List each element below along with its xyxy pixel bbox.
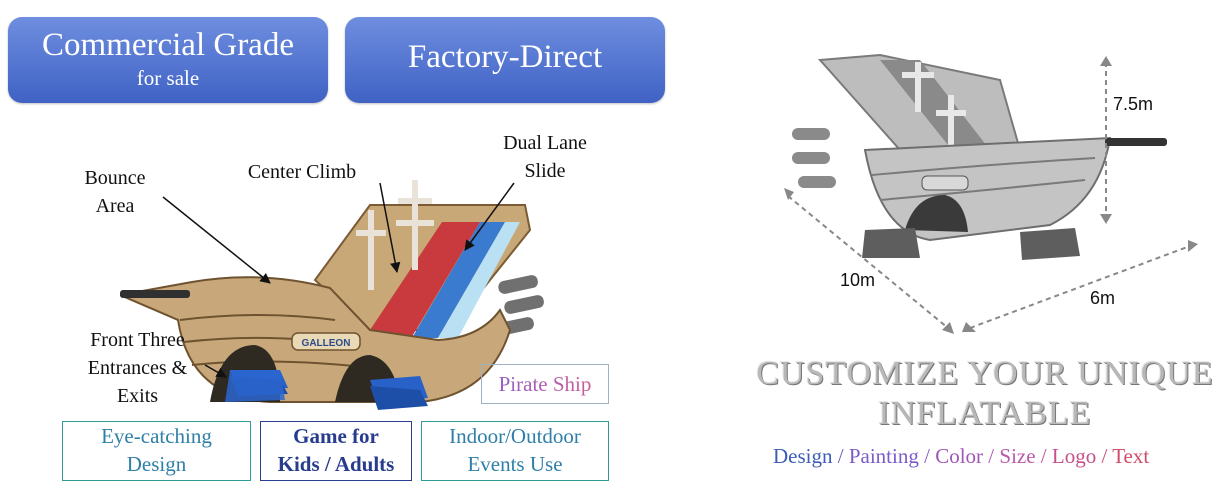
factory-direct-badge: Factory-Direct (345, 17, 665, 103)
eye-catching-design-box: Eye-catching Design (62, 421, 251, 481)
bounce-area-line2: Area (95, 195, 135, 217)
separator: / (983, 444, 1000, 468)
eye-catching-line2: Design (126, 452, 187, 476)
front-entrances-arrow (204, 364, 227, 378)
front-entrances-label: Front Three Entrances & Exits (70, 326, 205, 410)
eye-catching-line1: Eye-catching (101, 424, 212, 448)
separator: / (918, 444, 936, 468)
for-sale-subtitle: for sale (136, 66, 200, 90)
commercial-grade-badge: Commercial Grade for sale (8, 17, 328, 103)
option-design: Design (773, 444, 833, 468)
pirate-ship-label: Pirate Ship (481, 364, 609, 404)
indoor-outdoor-box: Indoor/Outdoor Events Use (421, 421, 609, 481)
factory-direct-title: Factory-Direct (407, 39, 603, 75)
bounce-area-label: Bounce Area (70, 164, 160, 220)
indoor-outdoor-line2: Events Use (467, 452, 563, 476)
height-dimension-label: 7.5m (1113, 94, 1154, 114)
dual-lane-line2: Slide (524, 160, 566, 182)
center-climb-arrow (379, 182, 401, 274)
game-for-line1: Game for (293, 424, 379, 448)
option-size: Size (999, 444, 1036, 468)
separator: / (1096, 444, 1113, 468)
dual-lane-slide-label: Dual Lane Slide (490, 129, 600, 185)
customization-options: Design / Painting / Color / Size / Logo … (773, 444, 1149, 469)
dual-lane-slide-arrow (464, 182, 515, 251)
width-dimension-line (969, 245, 1191, 329)
front-entrances-line1: Front Three (90, 329, 185, 351)
length-dimension-label: 10m (840, 270, 876, 290)
grayscale-pirate-ship-illustration (792, 53, 1167, 260)
customize-line1: CUSTOMIZE YOUR UNIQUE (756, 355, 1214, 392)
commercial-grade-title: Commercial Grade (42, 27, 294, 63)
option-logo: Logo (1051, 444, 1097, 468)
indoor-outdoor-line1: Indoor/Outdoor (449, 424, 581, 448)
separator: / (832, 444, 849, 468)
option-painting: Painting (848, 444, 919, 468)
separator: / (1035, 444, 1052, 468)
front-entrances-line2: Entrances & (87, 357, 188, 379)
customize-heading: CUSTOMIZE YOUR UNIQUE INFLATABLE (720, 354, 1219, 434)
game-for-line2: Kids / Adults (277, 452, 395, 476)
center-climb-label: Center Climb (247, 161, 357, 183)
galleon-sign-text: GALLEON (302, 338, 351, 349)
bounce-area-arrow (162, 196, 271, 284)
bounce-area-line1: Bounce (84, 167, 146, 189)
front-entrances-line3: Exits (116, 385, 159, 407)
length-dimension-line (787, 195, 949, 329)
option-color: Color (935, 444, 984, 468)
width-dimension-label: 6m (1090, 288, 1116, 308)
dual-lane-line1: Dual Lane (503, 132, 587, 154)
customize-line2: INFLATABLE (878, 395, 1092, 432)
game-for-kids-adults-box: Game for Kids / Adults (260, 421, 412, 481)
option-text: Text (1112, 444, 1150, 468)
